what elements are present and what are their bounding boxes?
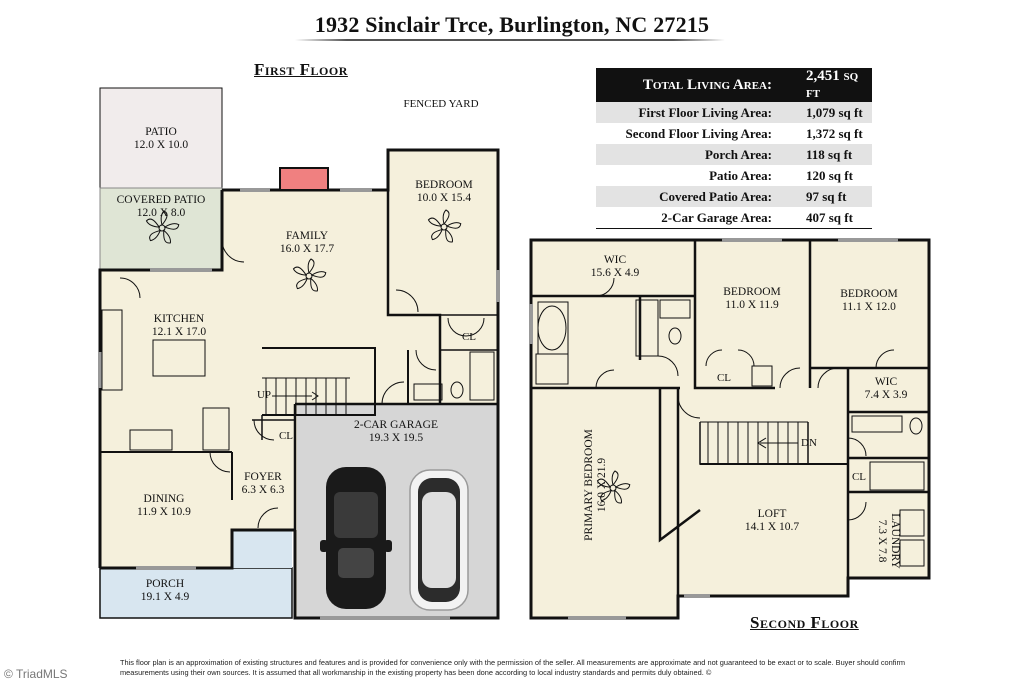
- room-dims: 10.0 X 15.4: [416, 192, 472, 204]
- area-label: Porch Area:: [596, 144, 784, 165]
- room-name: WIC: [603, 254, 627, 266]
- stair-down-label: DN: [801, 437, 817, 449]
- room-dims: 15.6 X 4.9: [590, 267, 640, 279]
- room-dims: 19.1 X 4.9: [140, 591, 190, 603]
- fireplace: [279, 167, 329, 191]
- room-name: LAUNDRY: [889, 513, 901, 569]
- second-floor-heading: Second Floor: [750, 613, 859, 632]
- watermark-label: TriadMLS: [15, 667, 68, 681]
- title-underline: [295, 39, 725, 41]
- area-row: Second Floor Living Area: 1,372 sq ft: [596, 123, 872, 144]
- first-floor-heading: First Floor: [254, 60, 348, 79]
- room-label-bedroom-3: BEDROOM 11.1 X 12.0: [840, 288, 898, 314]
- room-label-foyer: FOYER 6.3 X 6.3: [242, 471, 285, 497]
- room-name: KITCHEN: [153, 313, 205, 325]
- area-summary-table: Total Living Area: 2,451 sq ft First Flo…: [596, 68, 872, 229]
- room-label-patio: PATIO 12.0 X 10.0: [134, 126, 188, 152]
- area-row: Porch Area: 118 sq ft: [596, 144, 872, 165]
- room-dims: 11.9 X 10.9: [137, 506, 191, 518]
- room-label-covered-patio: COVERED PATIO 12.0 X 8.0: [117, 194, 206, 220]
- area-value: 2,451 sq ft: [784, 68, 872, 102]
- room-name: BEDROOM: [415, 179, 473, 191]
- room-name: PRIMARY BEDROOM: [583, 429, 595, 541]
- room-name: BEDROOM: [723, 286, 781, 298]
- area-row: First Floor Living Area: 1,079 sq ft: [596, 102, 872, 123]
- area-value: 120 sq ft: [806, 167, 853, 183]
- room-name: FOYER: [244, 471, 282, 483]
- second-floor-plan: [529, 238, 931, 620]
- area-row: 2-Car Garage Area: 407 sq ft: [596, 207, 872, 229]
- room-dims: 7.4 X 3.9: [864, 389, 908, 401]
- area-row: Patio Area: 120 sq ft: [596, 165, 872, 186]
- closet-label: CL: [851, 471, 867, 483]
- area-value: 1,372 sq ft: [806, 125, 863, 141]
- room-label-kitchen: KITCHEN 12.1 X 17.0: [152, 313, 206, 339]
- room-label-bedroom-2: BEDROOM 11.0 X 11.9: [723, 286, 781, 312]
- page-title: 1932 Sinclair Trce, Burlington, NC 27215: [314, 12, 710, 37]
- closet-label: CL: [278, 430, 294, 442]
- watermark-text: © TriadMLS: [4, 667, 68, 681]
- porch-area: [99, 567, 293, 619]
- black-car: [320, 467, 392, 609]
- white-car: [409, 469, 469, 611]
- copyright-icon: ©: [4, 667, 16, 681]
- room-name: WIC: [874, 376, 898, 388]
- area-value: 1,079 sq ft: [784, 102, 872, 123]
- area-label: First Floor Living Area:: [596, 102, 784, 123]
- room-label-porch: PORCH 19.1 X 4.9: [141, 578, 190, 604]
- room-name: DINING: [143, 493, 185, 505]
- area-row: Covered Patio Area: 97 sq ft: [596, 186, 872, 207]
- room-dims: 12.0 X 10.0: [133, 139, 189, 151]
- room-label-laundry: LAUNDRY 7.3 X 7.8: [875, 513, 901, 569]
- room-label-loft: LOFT 14.1 X 10.7: [745, 508, 799, 534]
- room-name: FAMILY: [285, 230, 329, 242]
- disclaimer-text: This floor plan is an approximation of e…: [120, 658, 906, 677]
- room-name: LOFT: [757, 508, 787, 520]
- room-name: 2-CAR GARAGE: [353, 419, 439, 431]
- room-dims: 11.1 X 12.0: [842, 301, 896, 313]
- area-value: 97 sq ft: [784, 186, 872, 207]
- room-label-wic-primary: WIC 15.6 X 4.9: [591, 254, 640, 280]
- room-label-family: FAMILY 16.0 X 17.7: [280, 230, 334, 256]
- room-dims: 14.1 X 10.7: [744, 521, 800, 533]
- room-dims: 12.0 X 8.0: [136, 207, 186, 219]
- room-dims: 16.0 X 17.7: [279, 243, 335, 255]
- area-label: 2-Car Garage Area:: [596, 207, 784, 229]
- room-label-garage: 2-CAR GARAGE 19.3 X 19.5: [354, 419, 438, 445]
- room-name: PATIO: [145, 126, 177, 138]
- room-dims: 16.0 X 21.9: [596, 457, 608, 513]
- patio-area: [99, 87, 223, 189]
- room-dims: 11.0 X 11.9: [725, 299, 779, 311]
- room-label-bedroom: BEDROOM 10.0 X 15.4: [415, 179, 473, 205]
- room-dims: 12.1 X 17.0: [151, 326, 207, 338]
- room-name: PORCH: [145, 578, 185, 590]
- area-label: Patio Area:: [709, 167, 772, 183]
- closet-label: CL: [716, 372, 732, 384]
- area-label: Covered Patio Area:: [596, 186, 784, 207]
- kitchen-island: [152, 339, 206, 377]
- porch-recess: [232, 530, 292, 568]
- room-label-dining: DINING 11.9 X 10.9: [137, 493, 191, 519]
- room-label-primary-bedroom: PRIMARY BEDROOM 16.0 X 21.9: [583, 429, 609, 541]
- room-label-wic-bed3: WIC 7.4 X 3.9: [865, 376, 908, 402]
- room-dims: 19.3 X 19.5: [368, 432, 424, 444]
- area-value: 407 sq ft: [784, 207, 872, 229]
- stair-up-label: UP: [256, 389, 272, 401]
- closet-label: CL: [461, 331, 477, 343]
- room-dims: 7.3 X 7.8: [876, 519, 888, 563]
- area-value: 118 sq ft: [784, 144, 872, 165]
- first-floor-plan: [98, 87, 500, 620]
- room-dims: 6.3 X 6.3: [241, 484, 285, 496]
- area-label: Second Floor Living Area:: [625, 125, 773, 141]
- room-name: COVERED PATIO: [116, 194, 206, 206]
- room-name: BEDROOM: [840, 288, 898, 300]
- fenced-yard-label: FENCED YARD: [403, 98, 479, 110]
- area-label: Total Living Area:: [596, 68, 784, 102]
- area-row-total: Total Living Area: 2,451 sq ft: [596, 68, 872, 102]
